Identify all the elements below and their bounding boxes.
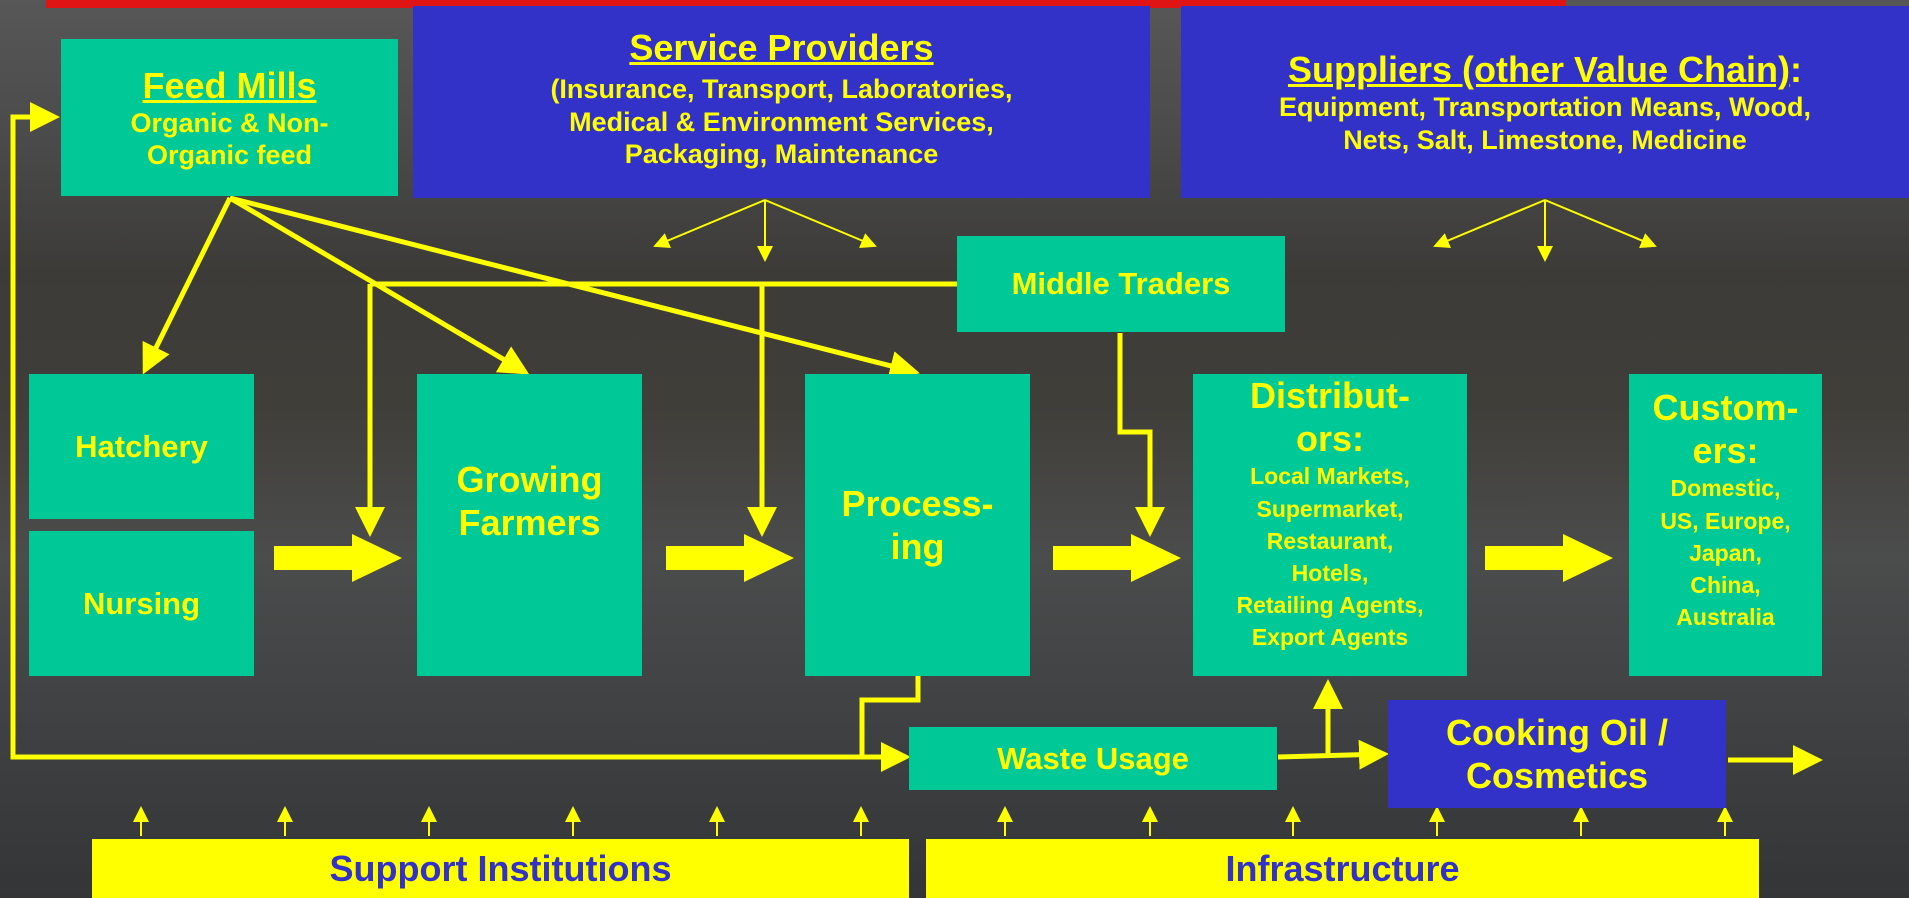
top-red-line bbox=[46, 0, 1566, 8]
processing-box: Process- ing bbox=[805, 374, 1030, 676]
service-providers-box: Service Providers (Insurance, Transport,… bbox=[413, 6, 1150, 198]
feed-mills-title: Feed Mills bbox=[142, 64, 317, 106]
middle-traders-box: Middle Traders bbox=[957, 236, 1285, 332]
flow-arrow-1 bbox=[274, 534, 402, 582]
infrastructure-bar: Infrastructure bbox=[926, 839, 1759, 898]
customers-box: Custom- ers: Domestic, US, Europe, Japan… bbox=[1629, 374, 1822, 676]
waste-usage-box: Waste Usage bbox=[909, 727, 1277, 790]
cooking-oil-box: Cooking Oil / Cosmetics bbox=[1388, 700, 1726, 808]
distributors-item: Supermarket, bbox=[1256, 495, 1404, 522]
flow-arrow-2 bbox=[666, 534, 794, 582]
feed-mills-line2: Organic feed bbox=[146, 140, 313, 171]
cooking-oil-line1: Cooking Oil / bbox=[1446, 711, 1668, 753]
nursing-box: Nursing bbox=[29, 531, 254, 676]
customers-item: Australia bbox=[1676, 604, 1775, 631]
distributors-title-line1: Distribut- bbox=[1250, 375, 1410, 416]
suppliers-box: Suppliers (other Value Chain): Equipment… bbox=[1181, 6, 1909, 198]
growing-farmers-line1: Growing bbox=[456, 459, 603, 500]
service-providers-line1: (Insurance, Transport, Laboratories, bbox=[550, 74, 1013, 105]
customers-title-line2: ers: bbox=[1692, 430, 1759, 472]
distributors-item: Export Agents bbox=[1251, 624, 1409, 651]
arrow-traders-to-distributors bbox=[1117, 333, 1165, 537]
hatchery-label: Hatchery bbox=[75, 428, 208, 464]
customers-item: China, bbox=[1690, 571, 1761, 598]
cooking-oil-line2: Cosmetics bbox=[1465, 755, 1649, 796]
arrow-feed-to-hatchery bbox=[142, 196, 233, 375]
suppliers-line1: Equipment, Transportation Means, Wood, bbox=[1278, 92, 1812, 123]
customers-item: US, Europe, bbox=[1660, 507, 1791, 534]
middle-traders-label: Middle Traders bbox=[1011, 266, 1231, 302]
processing-line2: ing bbox=[890, 526, 945, 568]
waste-usage-label: Waste Usage bbox=[997, 740, 1189, 776]
distributors-item: Restaurant, bbox=[1266, 527, 1394, 554]
distributors-item: Local Markets, bbox=[1250, 463, 1410, 490]
processing-line1: Process- bbox=[841, 483, 994, 524]
line-processing-to-waste bbox=[859, 676, 921, 757]
suppliers-line2: Nets, Salt, Limestone, Medicine bbox=[1343, 124, 1747, 155]
growing-farmers-box: Growing Farmers bbox=[417, 374, 642, 676]
customers-item: Japan, bbox=[1689, 539, 1762, 566]
distributors-title-line2: ors: bbox=[1295, 418, 1364, 460]
suppliers-title: Suppliers (other Value Chain) bbox=[1287, 49, 1791, 91]
support-institutions-bar: Support Institutions bbox=[92, 839, 909, 898]
service-providers-line2: Medical & Environment Services, bbox=[569, 106, 994, 137]
flow-arrow-4 bbox=[1485, 534, 1613, 582]
infrastructure-label: Infrastructure bbox=[1225, 847, 1460, 889]
customers-item: Domestic, bbox=[1670, 475, 1781, 502]
feed-mills-box: Feed Mills Organic & Non- Organic feed bbox=[61, 39, 398, 196]
arrow-waste-to-cooking-oil bbox=[1277, 739, 1389, 770]
distributors-item: Retailing Agents, bbox=[1236, 592, 1424, 619]
distributors-box: Distribut- ors: Local Markets, Supermark… bbox=[1193, 374, 1467, 676]
service-providers-line3: Packaging, Maintenance bbox=[624, 138, 939, 169]
hatchery-box: Hatchery bbox=[29, 374, 254, 519]
service-providers-title: Service Providers bbox=[629, 27, 934, 68]
nursing-label: Nursing bbox=[82, 585, 201, 621]
feed-mills-line1: Organic & Non- bbox=[130, 107, 329, 138]
arrow-waste-loop-to-feed bbox=[10, 102, 862, 760]
suppliers-title-colon: : bbox=[1790, 49, 1803, 91]
distributors-item: Hotels, bbox=[1291, 559, 1369, 586]
support-institutions-label: Support Institutions bbox=[329, 847, 672, 889]
customers-title-line1: Custom- bbox=[1652, 387, 1799, 428]
suppliers-title-row: Suppliers (other Value Chain): bbox=[1288, 48, 1802, 91]
flow-arrow-3 bbox=[1053, 534, 1181, 582]
growing-farmers-line2: Farmers bbox=[458, 502, 601, 544]
